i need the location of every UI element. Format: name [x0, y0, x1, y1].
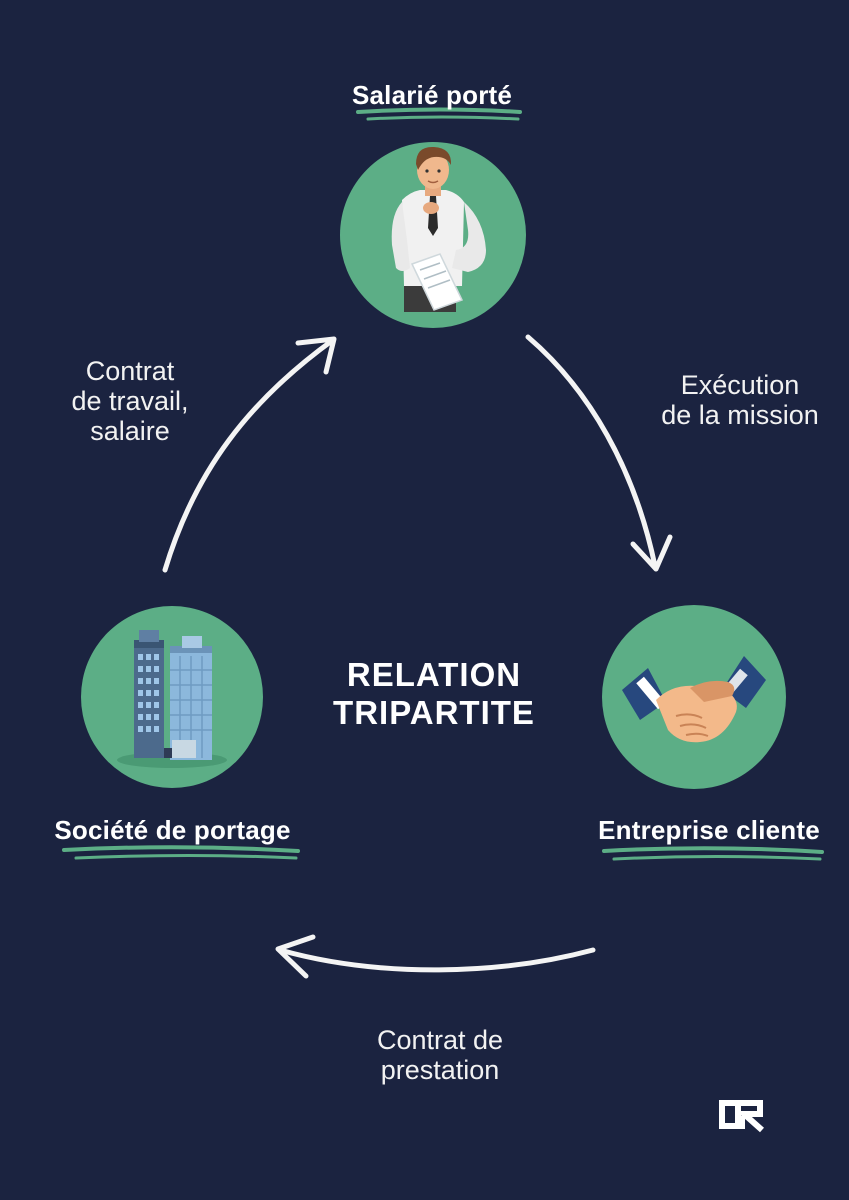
businessman-icon: [391, 146, 486, 312]
employee-node: [340, 142, 526, 328]
center-title: RELATION TRIPARTITE: [300, 656, 568, 732]
arrow-client-to-company: [275, 934, 596, 979]
company-title: Société de portage: [54, 815, 291, 845]
arrow-company-to-employee: [162, 336, 337, 573]
label-line: Contrat: [85, 356, 175, 386]
label-line: Exécution: [680, 370, 800, 400]
gr-logo-icon: [719, 1100, 764, 1133]
client-title-underline: [602, 846, 824, 861]
office-buildings-icon: [117, 630, 227, 768]
handshake-icon: [622, 656, 766, 743]
center-title-line-1: RELATION: [346, 656, 522, 693]
label-company-to-employee: Contrat de travail, salaire: [55, 356, 205, 446]
company-node: [81, 606, 263, 788]
employee-title: Salarié porté: [351, 80, 513, 110]
label-line: prestation: [380, 1055, 500, 1085]
center-title-line-2: TRIPARTITE: [333, 694, 535, 731]
employee-title-underline: [356, 107, 522, 121]
label-line: Contrat de: [376, 1025, 504, 1055]
label-line: de travail,: [71, 386, 189, 416]
label-line: de la mission: [661, 400, 819, 430]
label-employee-to-client: Exécution de la mission: [640, 370, 840, 430]
label-client-to-company: Contrat de prestation: [340, 1025, 540, 1085]
company-title-underline: [62, 845, 300, 860]
client-title: Entreprise cliente: [598, 815, 820, 845]
client-node: [602, 605, 786, 789]
label-line: salaire: [90, 416, 170, 446]
arrow-employee-to-client: [525, 334, 673, 572]
